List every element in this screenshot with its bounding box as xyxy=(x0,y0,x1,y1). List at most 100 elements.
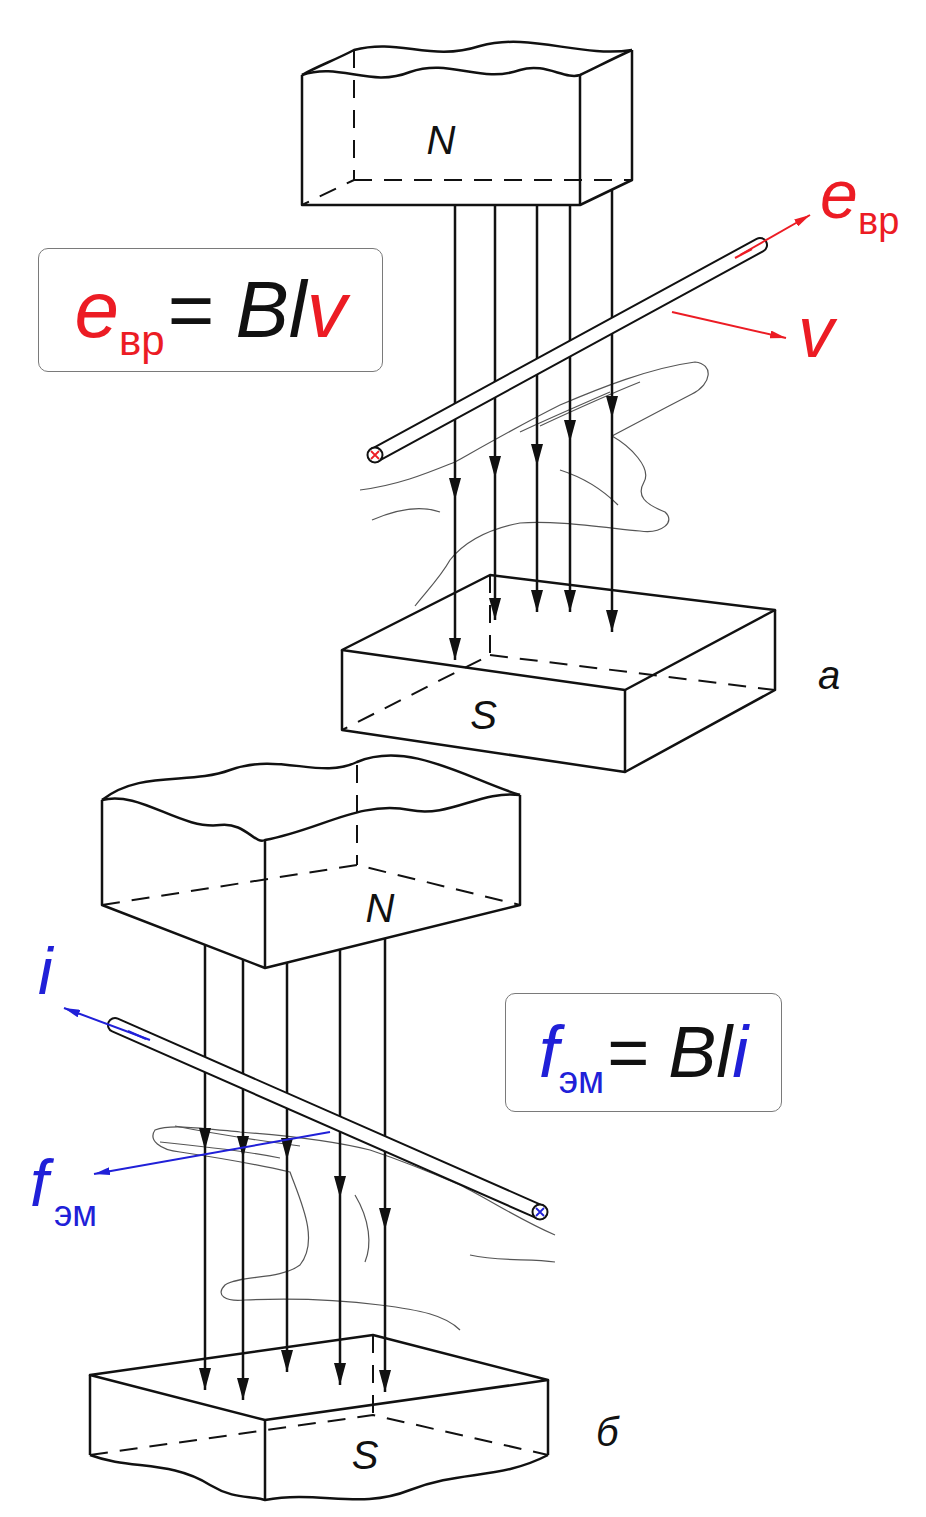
text-line: fэм= Bli xyxy=(539,1013,749,1092)
magnet-pole-label-box: S xyxy=(362,675,605,755)
conductor-rod xyxy=(536,1208,544,1216)
conductor-rod xyxy=(115,1025,540,1212)
magnetic-field-lines xyxy=(384,938,387,1230)
magnetic-field-lines xyxy=(611,190,614,418)
emf-arrow xyxy=(740,215,810,255)
hand-sketch xyxy=(560,470,618,505)
hand-sketch xyxy=(470,1255,555,1262)
force-arrow xyxy=(94,1132,330,1174)
current-symbol: i xyxy=(38,938,53,1004)
magnetic-field-lines xyxy=(204,945,207,1150)
magnet-north-pole xyxy=(302,75,580,205)
magnet-north-pole xyxy=(302,50,632,205)
magnetic-field-lines xyxy=(569,205,572,442)
magnet-pole-label-box: N xyxy=(302,95,580,185)
magnet-north-pole xyxy=(264,840,267,968)
magnet-north-pole xyxy=(102,794,520,840)
magnet-north-pole xyxy=(102,795,520,968)
magnetic-field-lines xyxy=(569,442,572,612)
magnet-north-pole xyxy=(102,756,520,968)
conductor-rod xyxy=(115,1025,540,1212)
text-line: S xyxy=(470,693,497,737)
velocity-arrow xyxy=(672,312,786,338)
magnetic-field-lines xyxy=(611,418,614,632)
magnet-pole-label-box: S xyxy=(320,1430,410,1480)
conductor-rod xyxy=(375,245,760,455)
magnet-north-pole xyxy=(102,756,520,800)
magnetic-field-lines xyxy=(204,1150,207,1390)
figure-letter: a xyxy=(818,655,840,695)
text-line: eвр= Blv xyxy=(74,266,346,354)
pole-letter: N xyxy=(427,118,456,162)
hand-sketch xyxy=(520,392,610,432)
magnet-south-pole xyxy=(90,1335,548,1420)
magnetic-field-lines xyxy=(536,205,539,466)
force-arrow xyxy=(94,1132,330,1174)
magnetic-field-lines xyxy=(494,205,497,478)
magnetic-field-lines xyxy=(339,1198,342,1385)
formula-term: = Bl xyxy=(167,266,307,354)
magnetic-field-lines xyxy=(205,938,385,1400)
magnet-south-pole xyxy=(90,1375,548,1500)
formula-subscript: вр xyxy=(119,318,165,364)
formula-term: = Bl xyxy=(606,1013,732,1092)
current-arrow xyxy=(64,1008,150,1040)
force-subscript: эм xyxy=(54,1196,97,1232)
magnet-north-pole xyxy=(302,50,632,77)
pole-letter: S xyxy=(352,1433,379,1477)
force-symbol: f xyxy=(30,1150,48,1216)
magnet-south-pole xyxy=(625,610,775,772)
figure-letter: б xyxy=(596,1412,619,1452)
conductor-rod xyxy=(368,245,761,463)
current-arrow xyxy=(64,1008,150,1040)
hand-sketch xyxy=(355,1195,369,1262)
emf-subscript: вр xyxy=(858,202,899,240)
text-line: S xyxy=(352,1433,379,1477)
formula-subscript: эм xyxy=(559,1060,605,1102)
magnetic-field-lines xyxy=(286,963,289,1160)
hand-sketch xyxy=(372,509,440,520)
text-line: N xyxy=(366,886,395,930)
emf-symbol: e xyxy=(820,160,858,228)
formula-term: v xyxy=(307,266,347,354)
pole-letter: N xyxy=(366,886,395,930)
hand-sketch xyxy=(360,362,708,606)
conductor-rod xyxy=(375,245,760,455)
magnetic-field-lines xyxy=(454,500,457,660)
magnet-south-pole xyxy=(90,1335,548,1455)
magnet-north-pole xyxy=(302,42,632,75)
conductor-rod xyxy=(368,448,383,463)
magnetic-field-lines xyxy=(494,478,497,620)
magnet-south-pole xyxy=(342,575,775,772)
formula-box: fэм= Bli xyxy=(505,993,782,1112)
magnetic-field-lines xyxy=(454,205,457,500)
velocity-symbol: v xyxy=(798,296,834,368)
magnetic-field-lines xyxy=(536,466,539,612)
magnetic-field-lines xyxy=(286,1160,289,1372)
hand-sketch xyxy=(153,1127,555,1330)
magnet-north-pole xyxy=(102,765,520,905)
conductor-rod xyxy=(115,1025,548,1220)
conductor-rod xyxy=(371,451,379,459)
hand-sketch xyxy=(360,362,708,606)
hand-sketch xyxy=(175,1126,300,1146)
formula-term: e xyxy=(74,266,119,354)
conductor-rod xyxy=(533,1205,548,1220)
hand-sketch xyxy=(153,1126,555,1330)
magnet-south-pole xyxy=(90,1455,548,1500)
formula-term: f xyxy=(539,1013,559,1092)
magnet-south-pole xyxy=(90,1335,548,1500)
magnet-south-pole xyxy=(342,575,775,690)
magnetic-field-lines xyxy=(339,949,342,1198)
magnetic-field-lines xyxy=(384,1230,387,1392)
magnetic-field-lines xyxy=(242,1158,245,1400)
velocity-arrow xyxy=(672,312,786,338)
magnetic-field-lines xyxy=(455,190,612,660)
hand-sketch xyxy=(540,382,640,426)
text-line: N xyxy=(427,118,456,162)
magnet-pole-label-box: N xyxy=(290,880,470,936)
emf-arrow xyxy=(740,215,810,255)
